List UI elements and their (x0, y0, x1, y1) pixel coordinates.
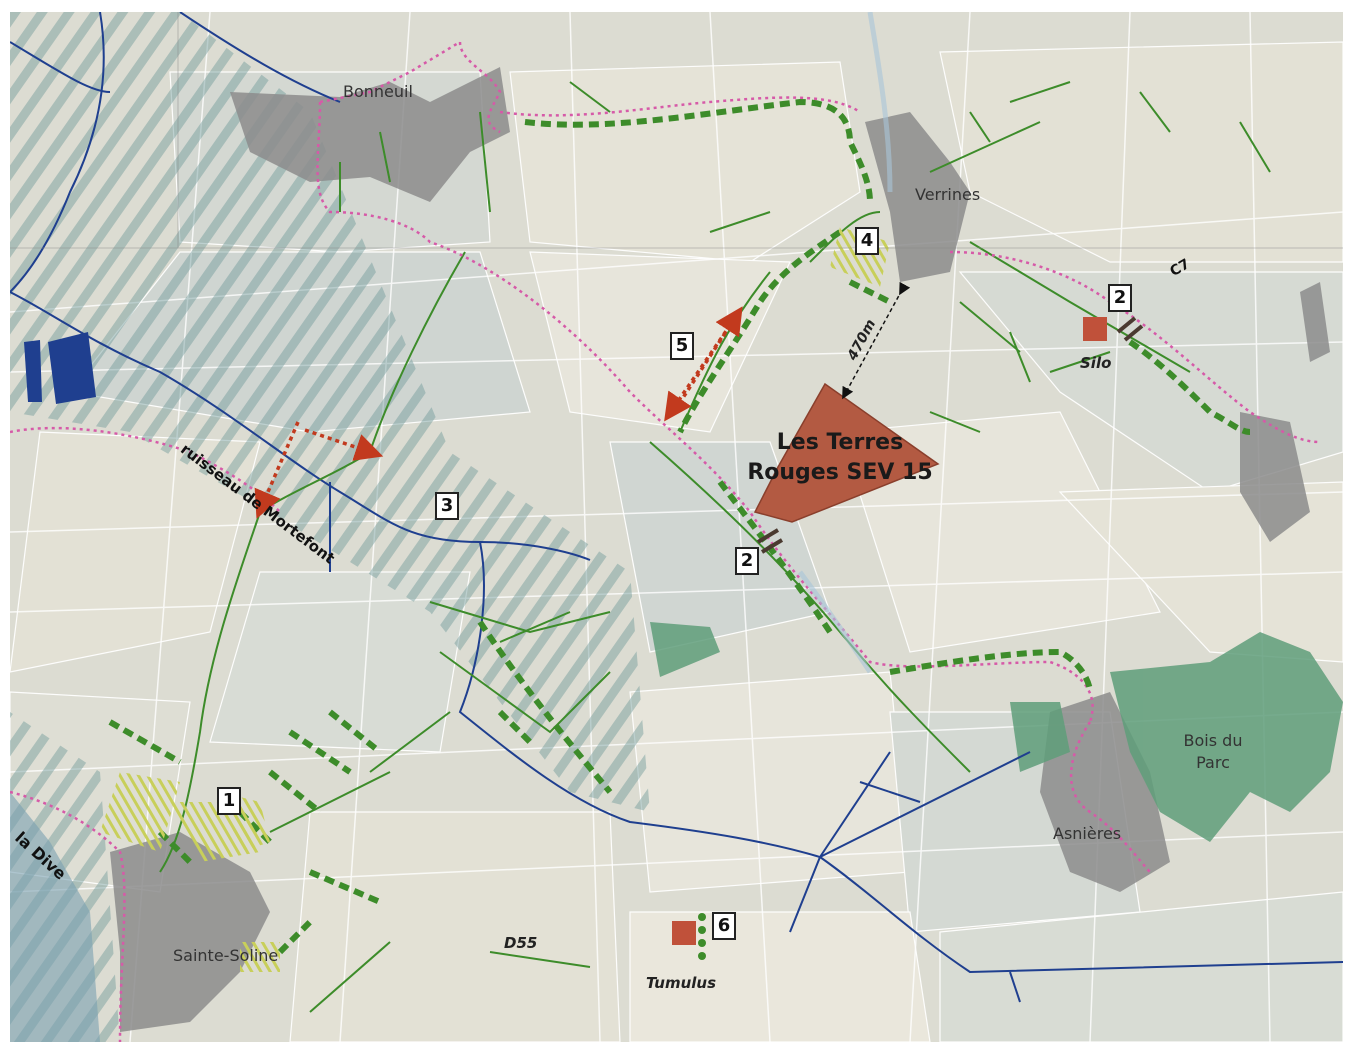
map-canvas (10, 12, 1343, 1042)
village-areas (110, 67, 1330, 1032)
project-label-line2: Rouges SEV 15 (747, 460, 933, 485)
marker-1: 1 (217, 787, 241, 815)
hedge-projects (108, 98, 1251, 955)
tumulus-marker (672, 921, 696, 945)
place-label-asnieres: Asnières (1053, 824, 1122, 843)
silo-marker (1083, 317, 1107, 341)
place-label-sainte-soline: Sainte-Soline (173, 946, 279, 965)
marker-5: 5 (670, 332, 694, 360)
silo-label: Silo (1080, 354, 1112, 372)
marker-6: 6 (712, 912, 736, 940)
marker-2-silo: 2 (1108, 284, 1132, 312)
tumulus-label: Tumulus (646, 974, 717, 992)
map-frame: Bonneuil Verrines Sainte-Soline Asnières… (10, 12, 1343, 1042)
project-site (753, 382, 940, 523)
streams (10, 12, 1343, 1003)
woods-areas (650, 622, 1343, 842)
access-arrows (254, 306, 743, 519)
tumulus-hedge-dots (698, 913, 706, 960)
marker-2-path: 2 (735, 547, 759, 575)
distance-arrow (842, 281, 911, 400)
project-site-label: Les Terres Rouges SEV 15 (740, 428, 940, 488)
valley-hatch (10, 12, 650, 812)
blue-buildings (24, 332, 96, 404)
orchards (100, 227, 890, 972)
project-label-line1: Les Terres (776, 430, 904, 455)
road-label-d55: D55 (504, 934, 538, 952)
place-label-bonneuil: Bonneuil (343, 82, 413, 101)
path-barriers (756, 316, 1144, 554)
marker-3: 3 (435, 492, 459, 520)
place-label-bois-du-parc: Bois du Parc (1183, 731, 1243, 772)
marker-4: 4 (855, 227, 879, 255)
place-label-verrines: Verrines (915, 185, 981, 204)
